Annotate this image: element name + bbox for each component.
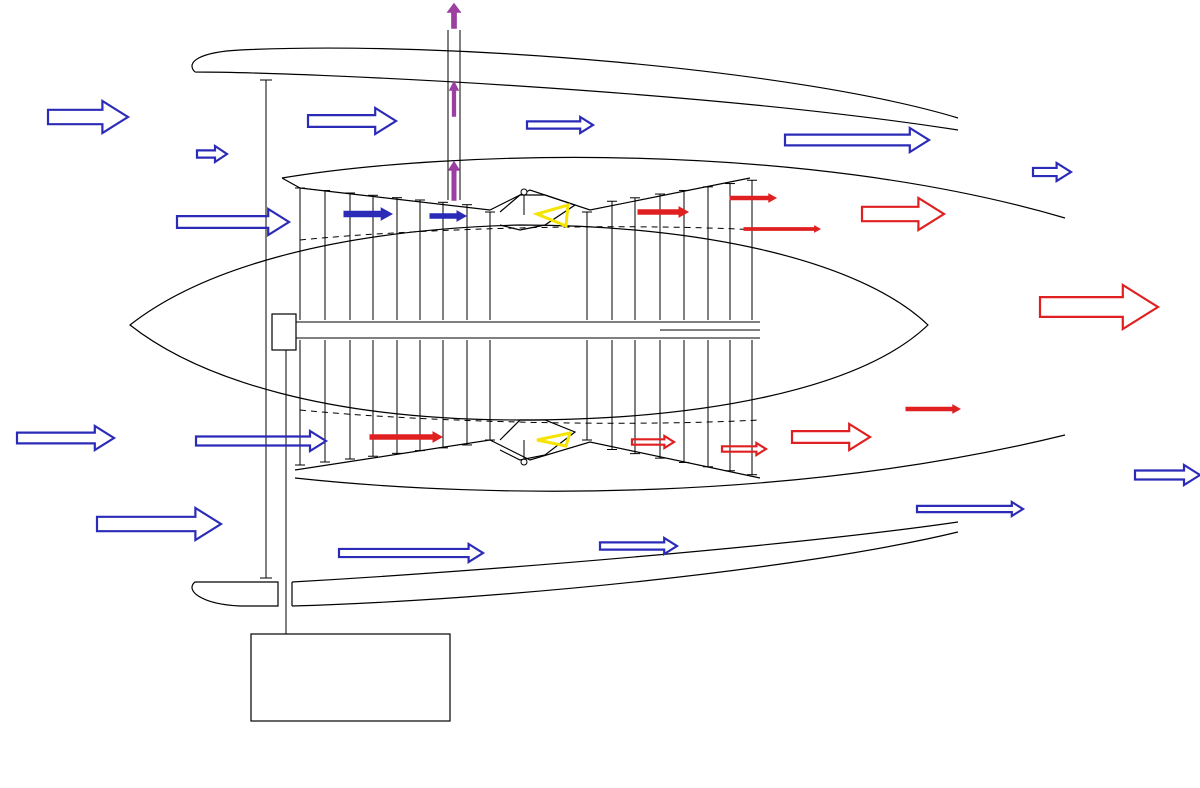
- hot-flow-arrow: [630, 434, 677, 450]
- hot-flow-arrow: [860, 196, 947, 232]
- blade-row-lower: [295, 340, 757, 476]
- cold-flow-arrow: [598, 536, 680, 556]
- cold-flow-arrow: [95, 506, 224, 542]
- core-casing-upper: [281, 156, 1066, 219]
- hot-flow-arrow: [743, 225, 822, 233]
- cold-flow-arrow: [15, 424, 117, 452]
- combustion-flame-upper: [532, 202, 570, 229]
- hot-flow-arrow: [1038, 283, 1161, 331]
- inner-body-outline: [129, 224, 929, 421]
- cold-flow-arrow: [1133, 463, 1200, 487]
- combustion-flame-lower: [536, 431, 573, 448]
- nacelle-lower-outline: [191, 521, 959, 607]
- cold-flow-arrow: [306, 106, 399, 136]
- core-casing-lower: [294, 434, 1066, 492]
- shaft-hub: [271, 313, 297, 351]
- cold-flow-arrow: [915, 500, 1026, 518]
- hot-flow-arrow: [720, 441, 769, 457]
- hot-flow-arrow: [905, 404, 962, 414]
- hot-flow-arrow: [729, 193, 778, 203]
- bleed-air-arrow: [448, 80, 460, 117]
- accessory-gearbox: [250, 633, 451, 722]
- cold-flow-arrow: [195, 143, 229, 165]
- hot-flow-arrow: [790, 422, 873, 452]
- fuel-injector-upper: [520, 188, 528, 196]
- cold-flow-arrow: [46, 99, 131, 135]
- cold-flow-arrow: [194, 429, 329, 453]
- core-inlet-arrow: [429, 210, 468, 222]
- core-inlet-arrow: [343, 207, 394, 221]
- blade-row-upper: [295, 179, 757, 320]
- core-flow-path-upper: [299, 226, 761, 241]
- flow-arrows: [15, 2, 1200, 564]
- hot-flow-arrow: [637, 206, 690, 218]
- core-flow-path-lower: [299, 409, 761, 424]
- hot-flow-arrow: [369, 431, 444, 443]
- cold-flow-arrow: [525, 115, 596, 135]
- combustor-lower: [499, 419, 577, 461]
- cold-flow-arrow: [175, 207, 292, 237]
- combustor-upper: [499, 194, 577, 231]
- nacelle-upper-outline: [191, 47, 959, 131]
- cold-flow-arrow: [337, 542, 486, 564]
- bleed-air-arrow: [447, 160, 461, 201]
- cold-flow-arrow: [1031, 161, 1074, 183]
- cold-flow-arrow: [783, 126, 932, 154]
- bleed-air-arrow: [446, 2, 462, 29]
